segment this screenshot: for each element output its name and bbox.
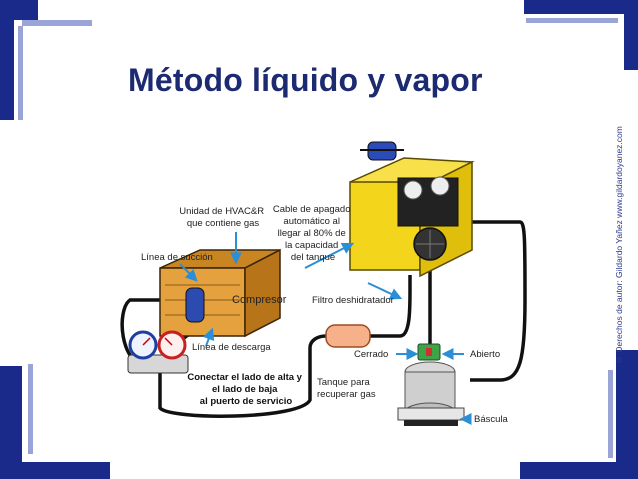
label-hvac-unit: Unidad de HVAC&R que contiene gas	[179, 206, 266, 229]
compressor-cylinder	[185, 287, 205, 323]
frame-corner-bottom-right	[616, 350, 638, 479]
label-scale: Báscula	[474, 414, 509, 425]
label-suction-line: Línea de succión	[141, 252, 213, 263]
frame-corner-bottom-left-bar	[0, 462, 110, 479]
frame-corner-top-left-light	[22, 20, 92, 26]
machine-gauge-right	[430, 176, 450, 196]
label-connect-sides: Conectar el lado de alta y el lado de ba…	[187, 372, 304, 407]
label-closed: Cerrado	[354, 349, 388, 360]
label-shutoff-cable: Cable de apagado automático al llegar al…	[273, 204, 353, 263]
frame-corner-top-right	[524, 0, 638, 14]
label-open: Abierto	[470, 349, 500, 360]
frame-corner-top-right-bar	[624, 0, 638, 70]
hvac-unit	[159, 248, 281, 338]
frame-corner-bottom-right-bar	[520, 462, 638, 479]
label-discharge-line: Línea de descarga	[192, 342, 271, 353]
frame-corner-bottom-left	[0, 366, 22, 479]
frame-corner-bottom-right-light	[608, 370, 613, 458]
callout-arrows	[179, 232, 472, 425]
recovery-machine[interactable]	[349, 141, 475, 278]
label-compressor: Compresor	[232, 294, 287, 306]
frame-corner-bottom-left-light	[28, 364, 33, 454]
manifold-gauges[interactable]	[127, 330, 189, 374]
scale	[397, 407, 465, 426]
hose-gauge-to-filter	[158, 334, 327, 418]
label-recovery-tank: Tanque para recuperar gas	[317, 377, 376, 400]
filter-drier	[325, 324, 371, 348]
hose-filter-to-machine	[370, 275, 412, 338]
tank-valve-red	[426, 348, 432, 356]
page-title: Método líquido y vapor	[128, 62, 483, 98]
hose-cable	[470, 220, 527, 382]
frame-corner-top-left-light-v	[18, 26, 23, 120]
label-filter-drier: Filtro deshidratador	[312, 295, 394, 306]
frame-corner-top-right-light	[526, 18, 618, 23]
machine-gauge-left	[403, 180, 423, 200]
frame-corner-top-left-bar	[0, 0, 14, 120]
